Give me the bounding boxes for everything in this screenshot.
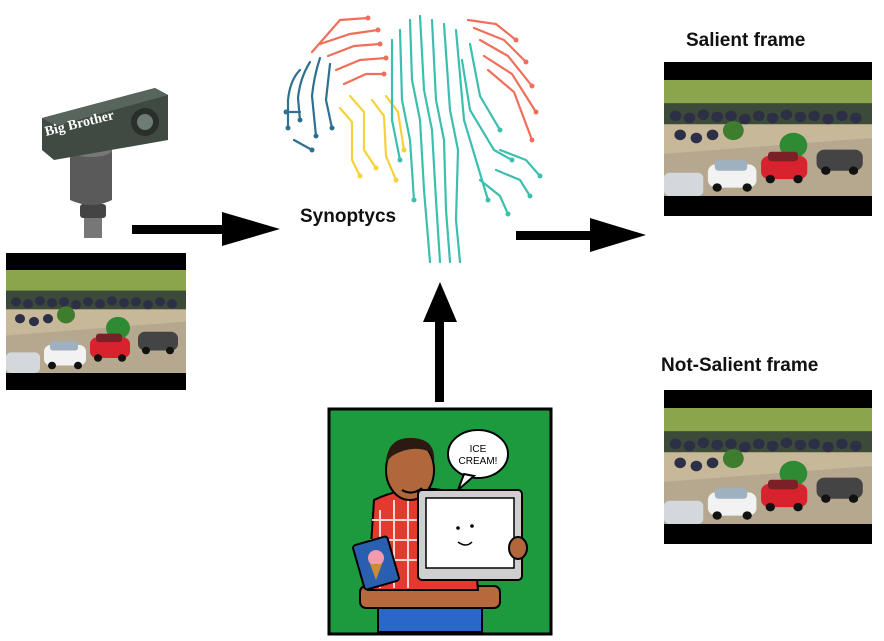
not-salient-frame-image bbox=[664, 390, 872, 544]
input-video-frame bbox=[6, 253, 186, 390]
arrow-system-to-output bbox=[516, 218, 646, 252]
salient-frame-label: Salient frame bbox=[686, 30, 806, 51]
not-salient-frame-label: Not-Salient frame bbox=[661, 355, 819, 376]
speech-bubble-line-1: ICE bbox=[470, 444, 487, 455]
speech-bubble-line-2: CREAM! bbox=[459, 456, 498, 467]
salient-frame-image bbox=[664, 62, 872, 216]
person-with-tablet-illustration: ICE CREAM! bbox=[327, 407, 553, 636]
system-name-label: Synoptycs bbox=[300, 206, 397, 227]
arrow-camera-to-system bbox=[132, 212, 280, 246]
cctv-camera-icon: Big Brother bbox=[42, 88, 168, 238]
arrow-user-to-system bbox=[423, 282, 457, 402]
circuit-brain-icon bbox=[283, 14, 543, 264]
